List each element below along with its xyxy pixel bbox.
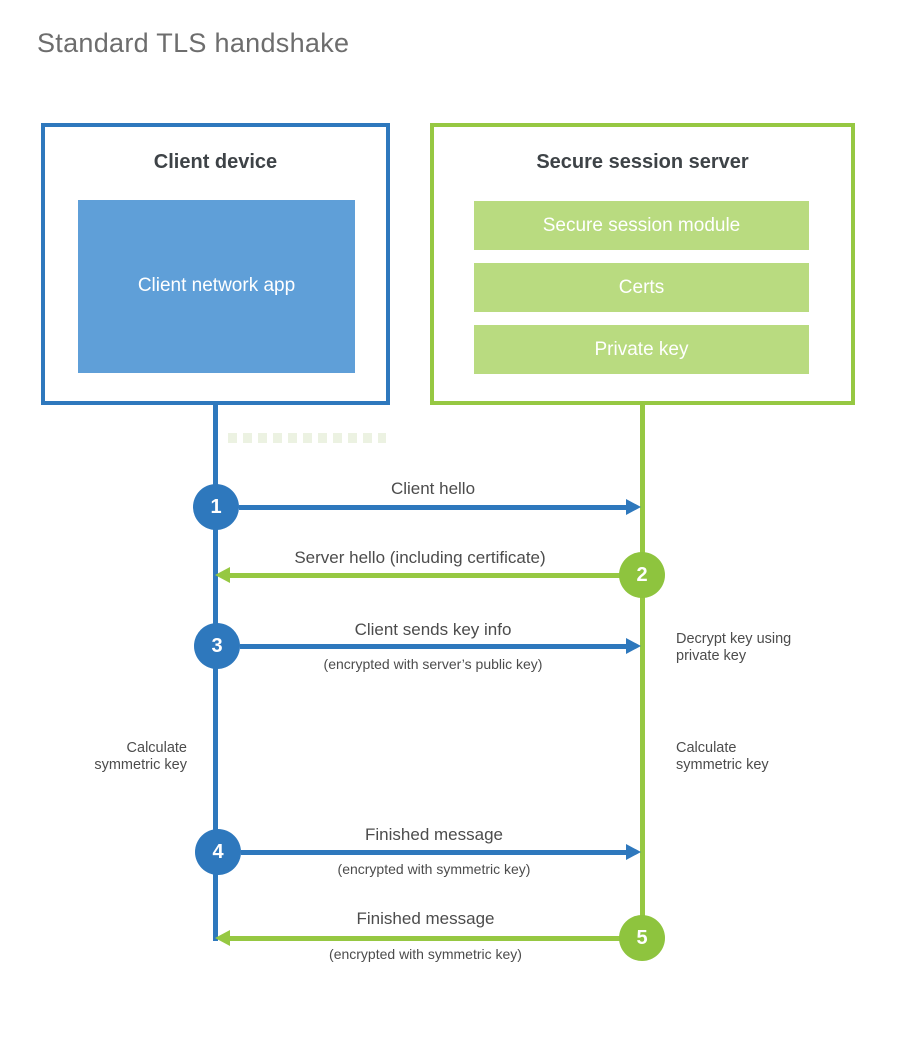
- client-hello-arrow: [239, 505, 627, 510]
- page-title: Standard TLS handshake: [37, 28, 350, 58]
- step-circle-5: 5: [619, 915, 665, 961]
- client-network-app-label: Client network app: [137, 275, 296, 297]
- finished-message-server-arrow: [230, 936, 621, 941]
- finished-message-client-label: Finished message: [365, 825, 503, 844]
- step-circle-2: 2: [619, 552, 665, 598]
- client-key-info-arrow: [240, 644, 627, 649]
- finished-message-server-sublabel: (encrypted with symmetric key): [329, 946, 522, 962]
- server-hello-arrow: [230, 573, 621, 578]
- decrypt-key-note: Decrypt key using private key: [676, 631, 792, 665]
- step-circle-1: 1: [193, 484, 239, 530]
- client-hello-label: Client hello: [390, 479, 476, 498]
- private-key-bar: Private key: [474, 325, 809, 374]
- client-device-title: Client device: [153, 151, 278, 173]
- secure-session-server-box: Secure session server Secure session mod…: [430, 123, 855, 405]
- finished-message-client-arrow: [241, 850, 627, 855]
- client-network-app-box: Client network app: [78, 200, 355, 373]
- finished-message-client-sublabel: (encrypted with symmetric key): [337, 861, 531, 877]
- calculate-symmetric-key-note-server: Calculate symmetric key: [676, 740, 769, 774]
- faint-dash-artifact: [228, 433, 386, 443]
- secure-session-module-bar: Secure session module: [474, 201, 809, 250]
- client-key-info-arrowhead-icon: [626, 638, 641, 654]
- finished-message-server-arrowhead-icon: [215, 930, 230, 946]
- secure-session-server-title: Secure session server: [536, 151, 749, 173]
- server-timeline: [640, 403, 645, 938]
- client-timeline: [213, 405, 218, 941]
- finished-message-server-label: Finished message: [356, 909, 495, 928]
- server-hello-label: Server hello (including certificate): [294, 548, 546, 567]
- calculate-symmetric-key-note-client: Calculate symmetric key: [94, 740, 187, 774]
- client-key-info-label: Client sends key info: [354, 620, 512, 639]
- client-hello-arrowhead-icon: [626, 499, 641, 515]
- certs-bar: Certs: [474, 263, 809, 312]
- client-device-box: Client device Client network app: [41, 123, 390, 405]
- finished-message-client-arrowhead-icon: [626, 844, 641, 860]
- client-key-info-sublabel: (encrypted with server’s public key): [323, 656, 543, 672]
- server-hello-arrowhead-icon: [215, 567, 230, 583]
- step-circle-3: 3: [194, 623, 240, 669]
- step-circle-4: 4: [195, 829, 241, 875]
